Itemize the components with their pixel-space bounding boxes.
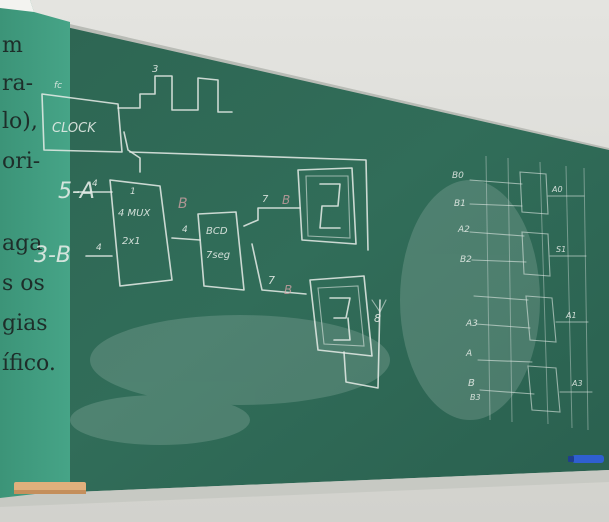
- right-output: A3: [571, 379, 583, 388]
- adder-diagram: B0 B1 A2 B2 A3 A B B3 A0 S1 A1 A3: [452, 155, 593, 431]
- seg-width-top: 7: [262, 194, 269, 205]
- digit-top: [319, 183, 341, 229]
- slide-text: m ra- lo), ori- aga s os gias ífico.: [2, 33, 56, 376]
- clock-div-label: 3: [152, 64, 158, 75]
- bcd-label-1: BCD: [206, 226, 228, 237]
- digit-bottom: [329, 297, 351, 341]
- right-label: B: [468, 378, 475, 389]
- chalk-smudges: [70, 180, 540, 445]
- right-label: B2: [460, 255, 472, 265]
- mux-out-wire: [171, 237, 201, 241]
- slide-line: aga: [2, 231, 42, 256]
- slide-line: ra-: [2, 71, 33, 96]
- clock-wire: [123, 131, 141, 173]
- right-label: B1: [454, 199, 466, 209]
- clock-waveform: [117, 75, 233, 113]
- bus-a-width: 4: [92, 179, 98, 189]
- seg-width-bottom: 7: [268, 274, 275, 287]
- mux-select-label: 1: [130, 187, 136, 197]
- seg-tag-bottom: B: [284, 283, 292, 297]
- slide-line: m: [2, 33, 23, 58]
- right-label: B0: [452, 171, 464, 181]
- right-output: A0: [551, 185, 563, 194]
- right-output: S1: [556, 245, 566, 254]
- right-label: B3: [470, 393, 481, 402]
- seg-wire-top: [243, 207, 301, 227]
- slide-line: gias: [2, 311, 48, 336]
- marker-icon: [568, 455, 604, 463]
- display-bottom: [309, 275, 373, 357]
- seg-tag-top: B: [282, 193, 290, 207]
- clock-label: CLOCK: [52, 121, 97, 136]
- seg-wire-bottom: [251, 243, 307, 295]
- display-stand: [343, 299, 381, 389]
- mux-label-2: 2x1: [122, 236, 141, 247]
- right-output: A1: [565, 311, 577, 320]
- bus-b-width: 4: [96, 243, 102, 253]
- bcd-box: [197, 211, 245, 291]
- clock-freq-label: fc: [54, 81, 62, 91]
- slide-line: s os: [2, 271, 45, 296]
- feedback-wire: [129, 151, 369, 251]
- mux-out-width: 4: [182, 225, 188, 235]
- display-top: [297, 167, 357, 245]
- circuit-diagram: 3 fc CLOCK 5-A 4 3-B 4 4 MUX 2x1 1 B 4 B…: [34, 64, 387, 389]
- stand-num: 8: [374, 312, 381, 325]
- slide-line: lo),: [2, 109, 38, 134]
- projected-slide: [0, 0, 70, 498]
- bcd-label-2: 7seg: [206, 250, 230, 261]
- mux-box: [109, 179, 173, 287]
- slide-line: ífico.: [2, 351, 56, 376]
- mux-label-1: 4 MUX: [118, 208, 151, 219]
- stand-arrow: [371, 299, 387, 314]
- input-b-label: 3-B: [34, 243, 71, 268]
- clock-box: [41, 93, 123, 153]
- right-label: A3: [465, 319, 478, 329]
- right-label: A2: [457, 225, 470, 235]
- pink-mark: B: [178, 196, 188, 212]
- chalkboard: [0, 12, 609, 495]
- right-label: A: [465, 349, 472, 359]
- slide-line: ori-: [2, 149, 40, 174]
- chalk-eraser-icon: [14, 482, 86, 494]
- chalk-tray: [0, 470, 609, 507]
